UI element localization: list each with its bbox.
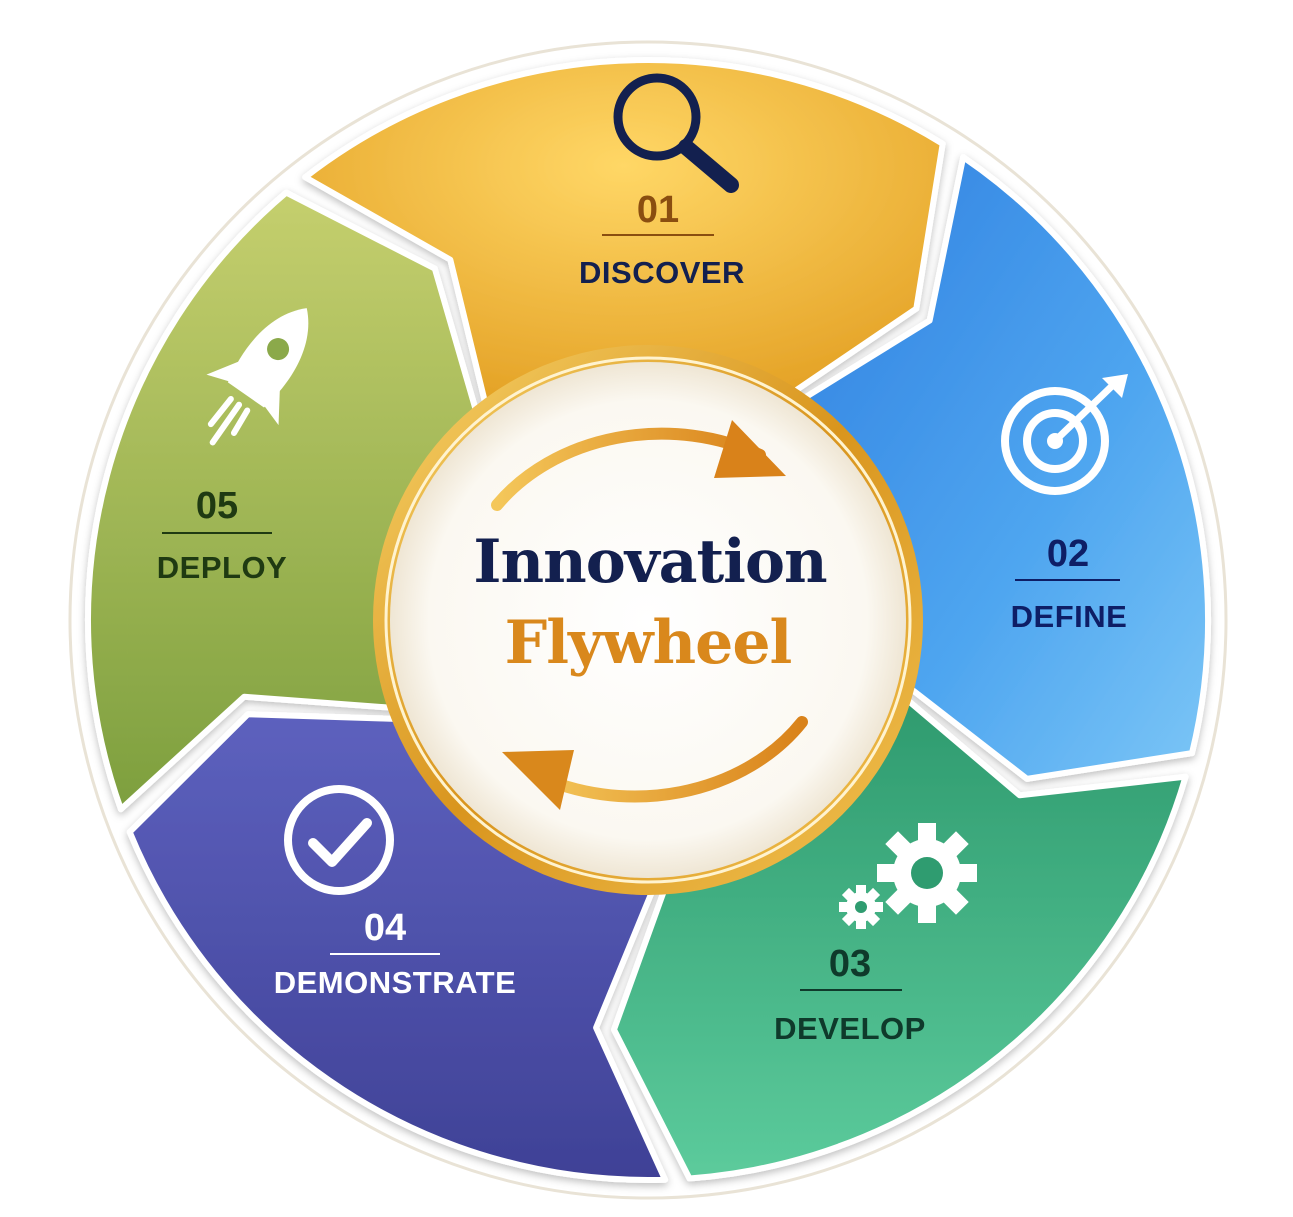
stage-deploy: 05 DEPLOY — [157, 308, 309, 585]
title-line-2: Flywheel — [505, 608, 792, 678]
stage-demonstrate: 04 DEMONSTRATE — [274, 785, 517, 1000]
gears-icon — [839, 823, 977, 929]
title-line-1: Innovation — [473, 527, 827, 597]
stage-number-03: 03 — [829, 943, 871, 985]
stage-number-05: 05 — [196, 485, 238, 527]
stage-label-develop: DEVELOP — [774, 1011, 926, 1046]
stage-develop: 03 DEVELOP — [774, 823, 977, 1046]
center-inner-ring — [384, 356, 912, 884]
stage-define: 02 DEFINE — [1001, 374, 1128, 634]
stage-label-deploy: DEPLOY — [157, 550, 287, 585]
stage-number-04: 04 — [364, 907, 406, 949]
target-arrow-icon — [1001, 374, 1128, 495]
check-circle-icon — [284, 785, 394, 895]
magnifying-glass-icon — [613, 73, 739, 193]
stage-number-02: 02 — [1047, 533, 1089, 575]
stage-number-01: 01 — [637, 189, 679, 231]
stage-label-discover: DISCOVER — [579, 255, 745, 290]
stage-discover: 01 DISCOVER — [579, 73, 745, 290]
rocket-icon — [206, 308, 309, 446]
stage-label-demonstrate: DEMONSTRATE — [274, 965, 517, 1000]
stage-label-define: DEFINE — [1011, 599, 1128, 634]
cycle-arrows-icon — [491, 420, 808, 810]
